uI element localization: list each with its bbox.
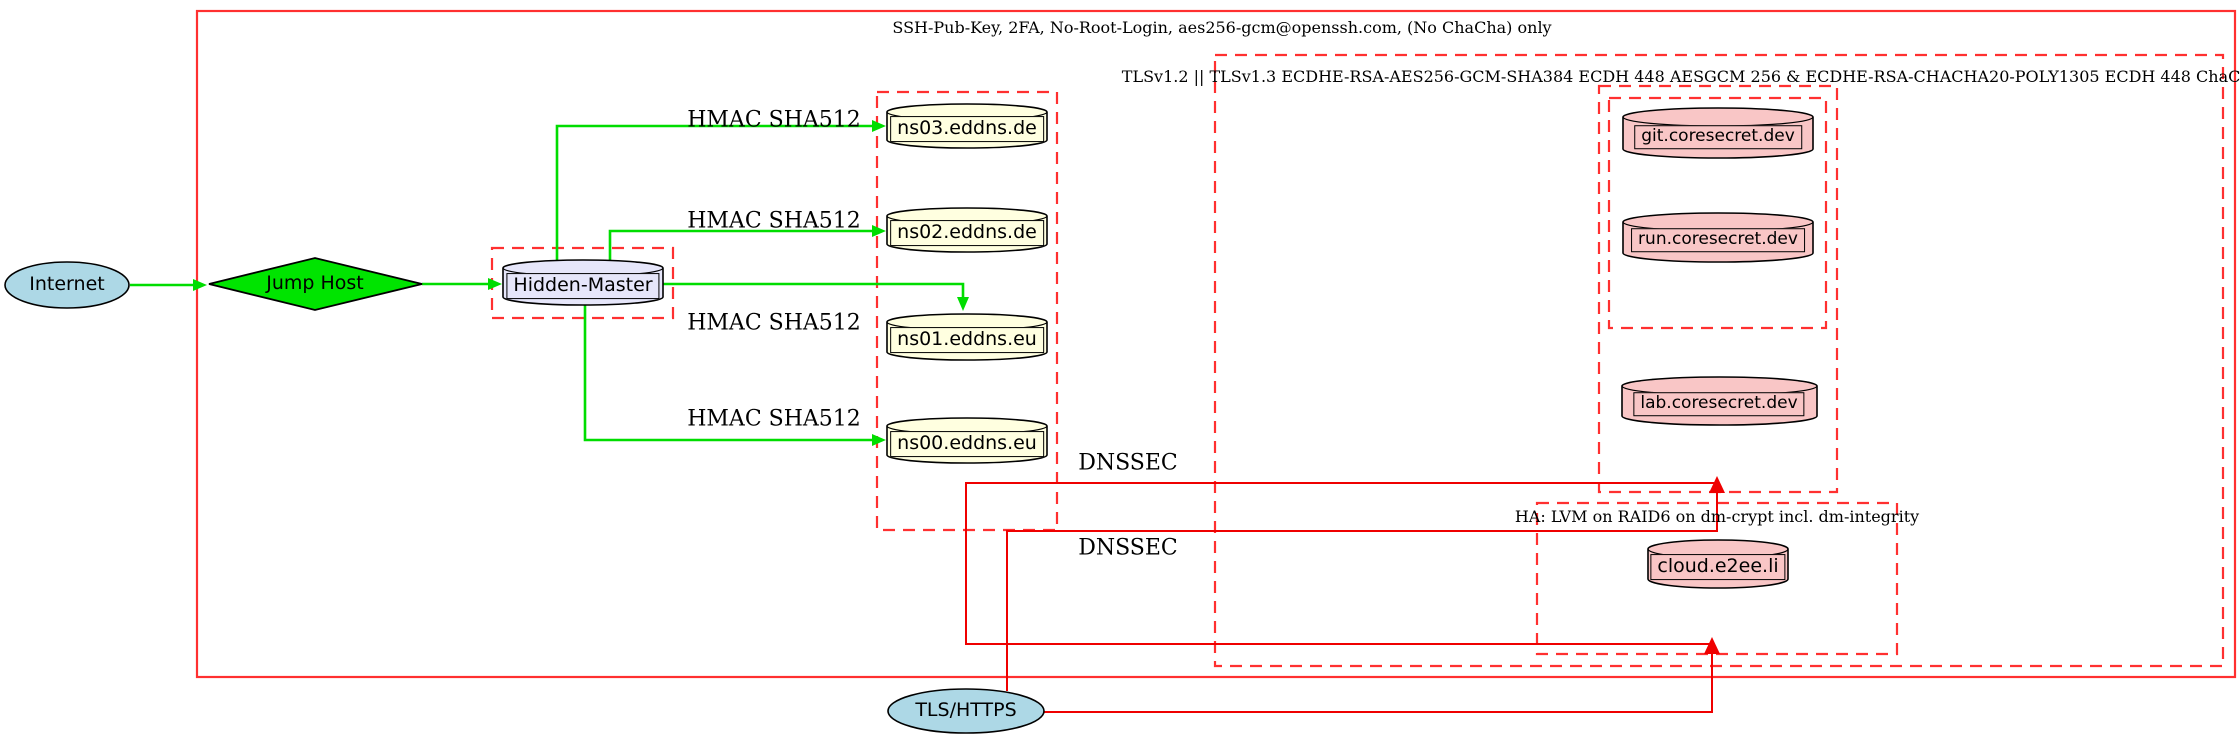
red-arrowhead xyxy=(1709,476,1725,493)
node-ns03-label: ns03.eddns.de xyxy=(890,116,1044,142)
green-arrowhead xyxy=(488,278,502,290)
node-tls-https-label: TLS/HTTPS xyxy=(915,699,1017,722)
edge-label-hmac-ns01: HMAC SHA512 xyxy=(687,310,861,336)
node-cloud-label: cloud.e2ee.li xyxy=(1650,554,1786,580)
green-edge xyxy=(608,229,872,261)
node-ns01-label: ns01.eddns.eu xyxy=(890,327,1044,353)
edge-label-dnssec-1: DNSSEC xyxy=(1078,450,1178,476)
cluster-ssh-label: SSH-Pub-Key, 2FA, No-Root-Login, aes256-… xyxy=(892,17,1552,37)
dnssec-tls-edge xyxy=(965,529,1712,645)
node-internet-label: Internet xyxy=(29,273,105,296)
green-arrowhead xyxy=(957,297,969,311)
green-arrowhead xyxy=(872,225,886,237)
edge-label-hmac-ns00: HMAC SHA512 xyxy=(687,406,861,432)
green-edge xyxy=(555,124,872,261)
green-edge xyxy=(663,282,965,297)
cluster-tls-label: TLSv1.2 || TLSv1.3 ECDHE-RSA-AES256-GCM-… xyxy=(1121,66,2240,86)
node-hidden-master-label: Hidden-Master xyxy=(506,273,660,299)
edge-label-hmac-ns03: HMAC SHA512 xyxy=(687,107,861,133)
dnssec-tls-edge xyxy=(1044,642,1713,713)
node-jump-host-shape xyxy=(208,257,423,311)
cluster-box xyxy=(1607,96,1828,330)
node-lab-label: lab.coresecret.dev xyxy=(1633,392,1805,416)
node-internet-shape xyxy=(4,261,130,309)
edge-label-hmac-ns02: HMAC SHA512 xyxy=(687,208,861,234)
green-arrowhead xyxy=(872,434,886,446)
node-tls-https-shape xyxy=(887,688,1045,734)
green-arrowhead xyxy=(193,279,207,291)
dnssec-tls-edge xyxy=(1006,481,1718,691)
node-ns00-label: ns00.eddns.eu xyxy=(890,431,1044,457)
dnssec-tls-edge xyxy=(965,482,1717,529)
outer-ssh-box xyxy=(195,9,2237,679)
green-arrowhead xyxy=(872,120,886,132)
green-edge xyxy=(583,303,872,442)
red-arrowhead xyxy=(1704,637,1720,654)
node-jump-host-label: Jump Host xyxy=(266,272,364,295)
cluster-box xyxy=(875,90,1059,532)
edge-label-dnssec-2: DNSSEC xyxy=(1078,535,1178,561)
cluster-ha-label: HA: LVM on RAID6 on dm-crypt incl. dm-in… xyxy=(1514,506,1920,526)
node-git-label: git.coresecret.dev xyxy=(1634,125,1802,149)
node-run-label: run.coresecret.dev xyxy=(1631,228,1805,252)
node-ns02-label: ns02.eddns.de xyxy=(890,220,1044,246)
cluster-box xyxy=(1213,53,2225,668)
